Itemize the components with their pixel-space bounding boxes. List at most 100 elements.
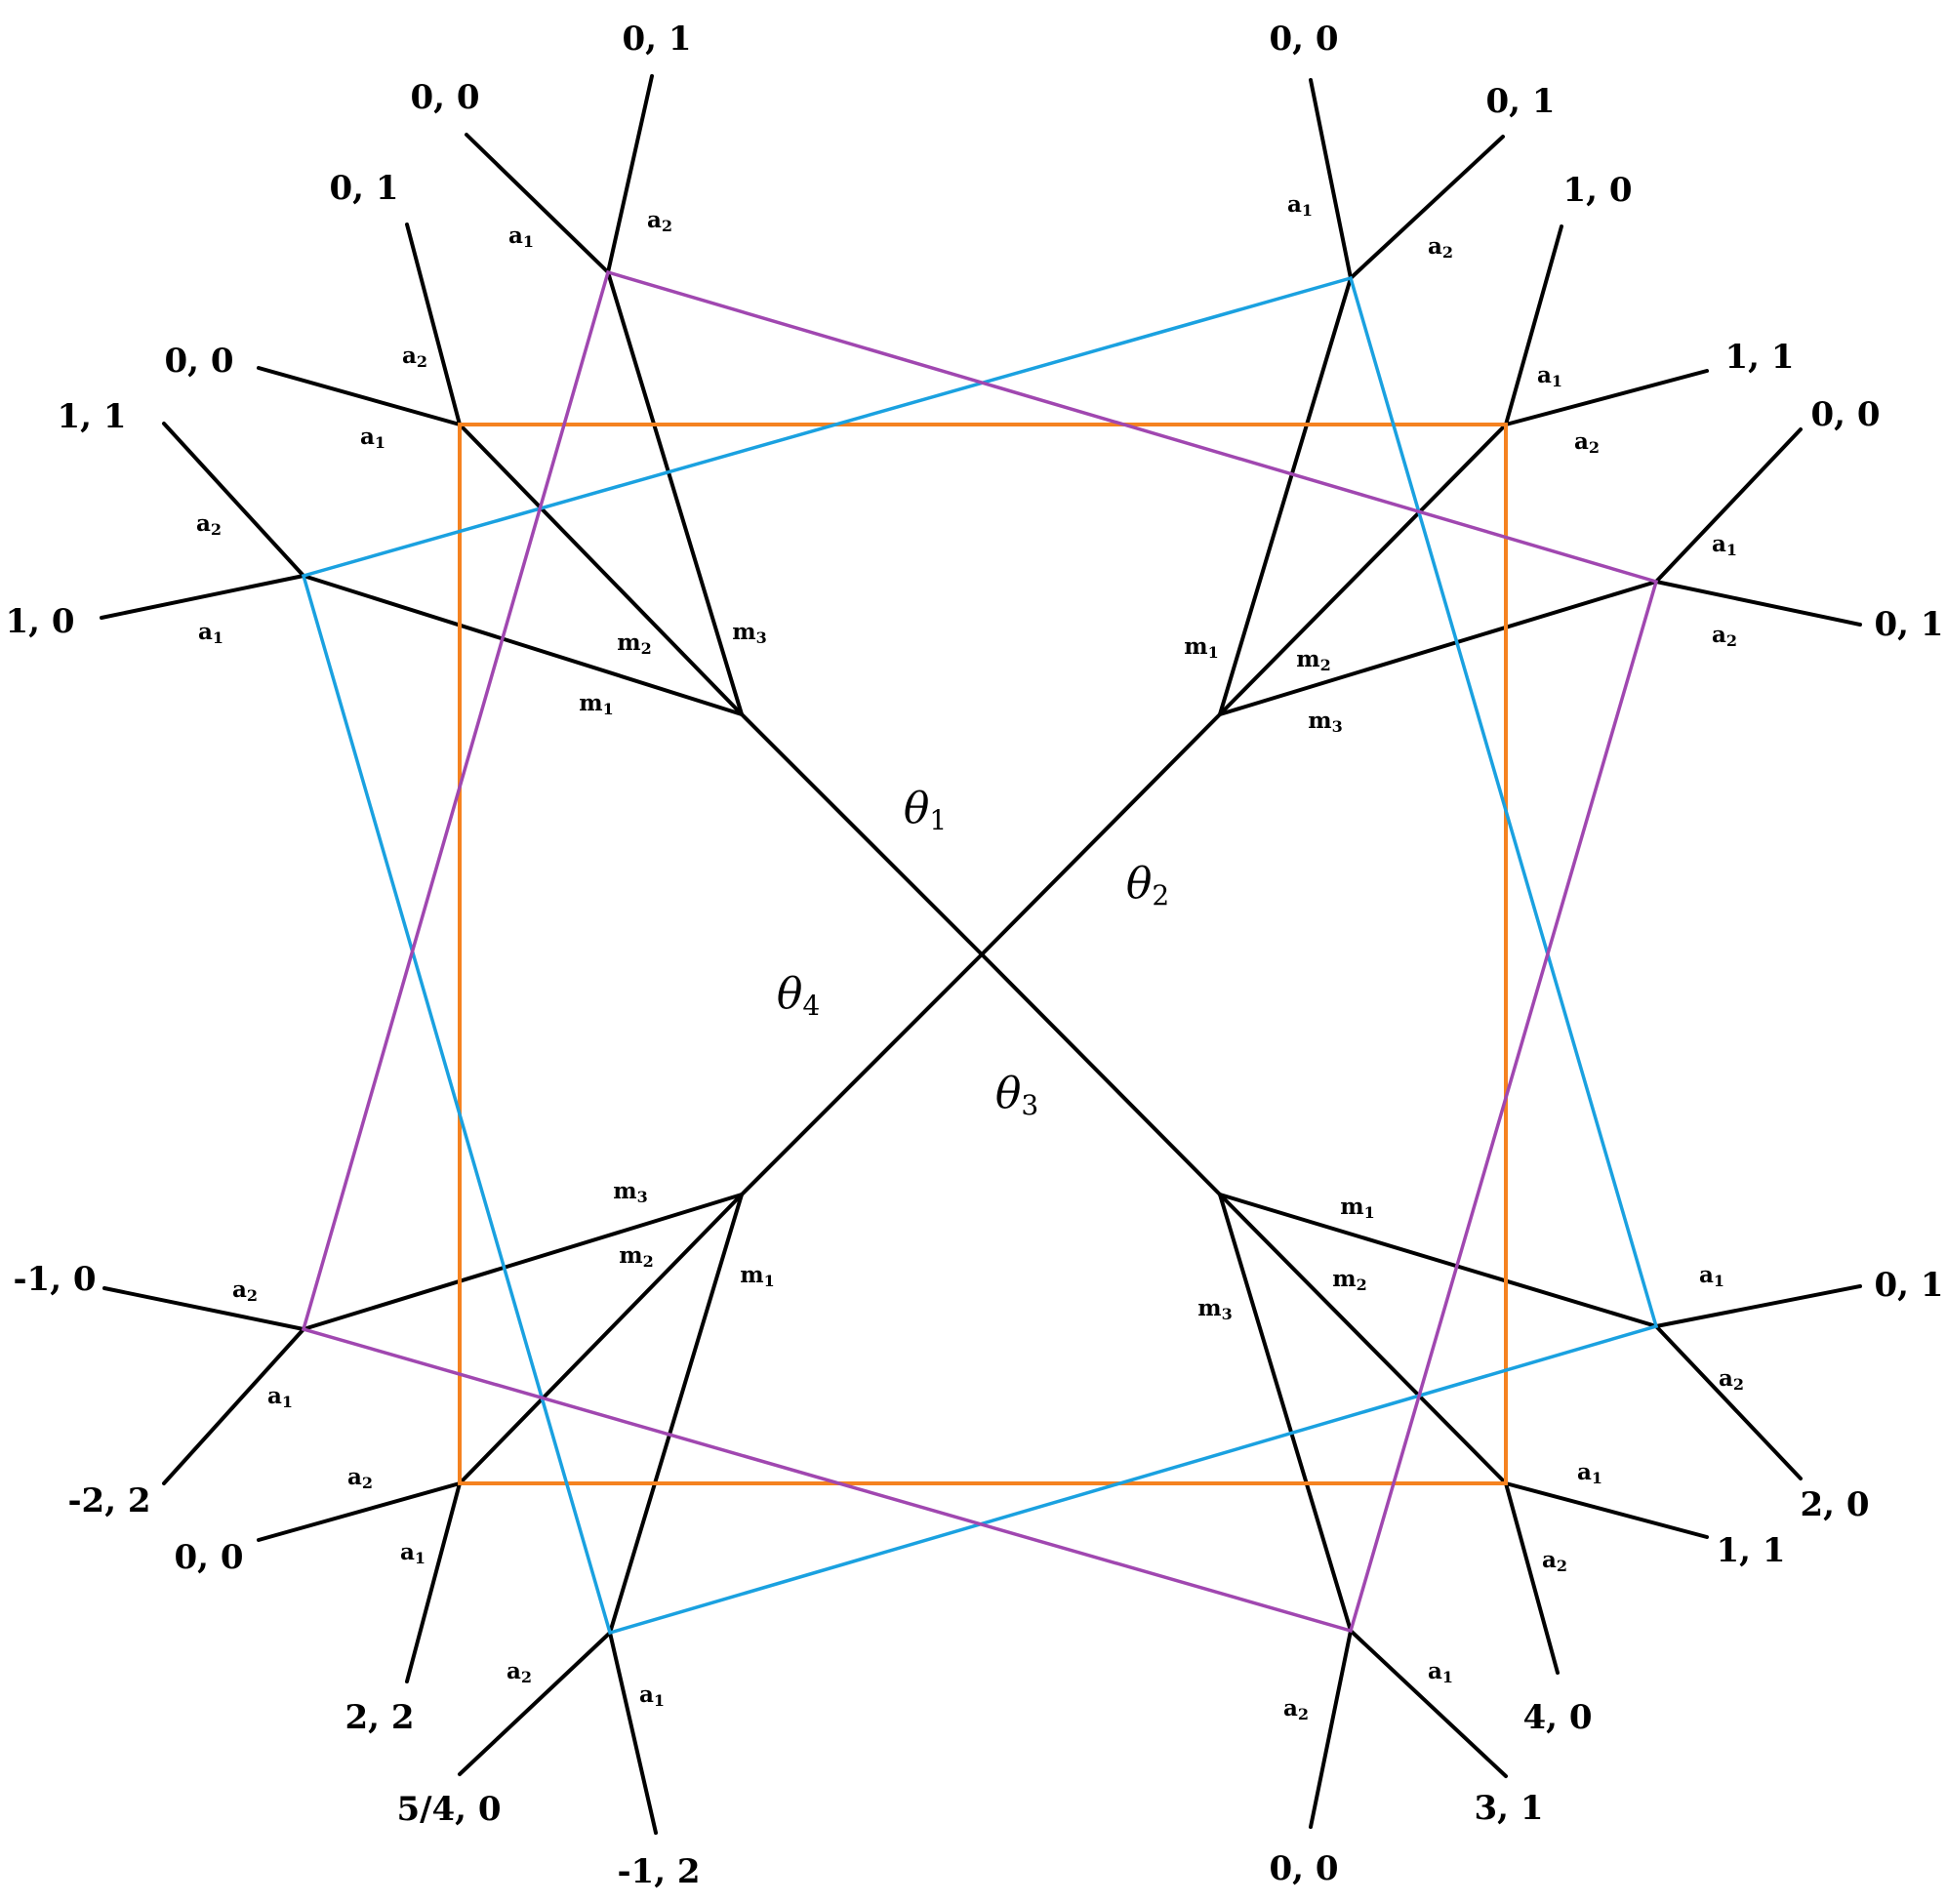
information-set-m1: [301, 275, 1659, 1636]
message-label: m2: [619, 1242, 653, 1271]
type-labels: θ1 θ2 θ3 θ4: [777, 784, 1169, 1121]
payoff-label: 0, 1: [623, 20, 692, 59]
payoff-label: 0, 1: [1875, 1266, 1944, 1305]
message-label: m1: [740, 1262, 774, 1290]
edge-action: [1654, 1284, 1862, 1328]
payoff-label: 4, 0: [1523, 1698, 1593, 1737]
action-label: a2: [1283, 1695, 1309, 1723]
payoff-label: 1, 0: [6, 602, 75, 641]
action-label: a1: [1537, 362, 1562, 390]
payoff-label: 0, 0: [411, 78, 480, 117]
message-label: m1: [579, 690, 613, 718]
action-label: a2: [1712, 622, 1737, 650]
edge-action: [1309, 78, 1353, 280]
edge-t4-m3: [302, 1193, 744, 1331]
theta-label: θ2: [1126, 859, 1169, 911]
edge-action: [1654, 580, 1862, 627]
edge-action: [100, 574, 305, 620]
edge-action: [1349, 135, 1505, 280]
action-labels: a2 a1 a2 a1 a2 a1 a1 a2 a1 a2 a1 a2 a1 a…: [196, 191, 1744, 1723]
action-label: a2: [347, 1464, 373, 1492]
action-label: a2: [1574, 428, 1600, 457]
action-label: a1: [198, 619, 223, 647]
action-label: a2: [402, 343, 427, 371]
message-label: m2: [617, 629, 651, 658]
payoff-label: 0, 0: [1811, 395, 1881, 434]
edge-t2-m3: [1218, 580, 1658, 716]
edge-action: [1349, 1629, 1508, 1778]
edge-action: [162, 1327, 305, 1485]
edge-t1-m2: [458, 423, 744, 716]
action-edges: [100, 74, 1862, 1835]
payoff-label: 2, 2: [345, 1698, 415, 1737]
payoff-label: 1, 1: [1717, 1531, 1786, 1570]
message-label: m3: [1308, 708, 1342, 736]
edge-t3-m2: [1218, 1193, 1508, 1485]
action-label: a1: [1577, 1459, 1602, 1487]
edge-t1-m3: [606, 270, 744, 716]
theta-label: θ4: [777, 969, 820, 1022]
edge-action: [465, 133, 610, 274]
payoff-label: -2, 2: [67, 1481, 150, 1520]
payoff-label: 0, 1: [330, 169, 399, 208]
payoff-label: 1, 1: [58, 397, 127, 436]
action-label: a2: [647, 207, 672, 235]
edge-theta1: [740, 712, 984, 956]
payoff-label: -1, 0: [13, 1260, 96, 1299]
theta-label: θ3: [995, 1069, 1038, 1121]
message-label: m1: [1184, 633, 1218, 662]
payoff-label: 0, 0: [165, 342, 234, 381]
edge-action: [608, 1631, 658, 1835]
payoff-label: 0, 0: [175, 1538, 244, 1577]
nature-edges: [740, 712, 1222, 1196]
edge-action: [1654, 1324, 1803, 1480]
action-label: a2: [196, 510, 222, 539]
information-set-m2: [458, 423, 1508, 1485]
message-label: m2: [1332, 1266, 1366, 1294]
edge-action: [1504, 369, 1709, 426]
edge-t4-m2: [458, 1193, 744, 1485]
edge-action: [162, 422, 305, 578]
edge-action: [1654, 427, 1803, 584]
action-label: a1: [360, 424, 385, 452]
action-label: a1: [1428, 1658, 1453, 1686]
edge-action: [405, 1481, 462, 1683]
edge-t3-m1: [1218, 1193, 1658, 1328]
payoff-label: 1, 1: [1725, 338, 1795, 377]
payoff-label: 3, 1: [1475, 1789, 1544, 1828]
edge-action: [1504, 1481, 1709, 1539]
action-label: a1: [639, 1681, 665, 1710]
edge-t3-m3: [1218, 1193, 1353, 1633]
theta-label: θ1: [904, 784, 947, 836]
edge-action: [606, 74, 654, 274]
edge-action: [1504, 224, 1563, 426]
message-label: m3: [1197, 1295, 1232, 1323]
action-label: a2: [507, 1658, 532, 1686]
payoff-labels: 0, 1 0, 0 0, 1 0, 0 1, 1 1, 0 0, 0 0, 1 …: [6, 20, 1944, 1891]
action-label: a2: [1428, 233, 1453, 262]
message-label: m2: [1296, 646, 1330, 674]
payoff-label: 5/4, 0: [396, 1790, 501, 1829]
payoff-label: 0, 0: [1270, 1849, 1339, 1888]
edge-theta4: [740, 952, 984, 1196]
action-label: a1: [1287, 191, 1313, 220]
action-label: a1: [400, 1539, 426, 1567]
payoff-label: 2, 0: [1801, 1485, 1870, 1524]
edge-action: [458, 1631, 612, 1776]
payoff-label: 1, 0: [1563, 171, 1633, 210]
message-labels: m3 m2 m1 m1 m2 m3 m1 m2 m3 m3 m2 m1: [579, 619, 1374, 1323]
edge-action: [405, 223, 462, 426]
edge-t2-m1: [1218, 276, 1353, 716]
edge-action: [102, 1286, 305, 1331]
action-label: a1: [508, 223, 534, 251]
edge-theta2: [980, 712, 1222, 956]
payoff-label: 0, 0: [1270, 20, 1339, 59]
edge-action: [1504, 1481, 1560, 1675]
payoff-label: 0, 1: [1486, 82, 1556, 121]
edge-theta3: [980, 952, 1222, 1196]
edge-t2-m2: [1218, 423, 1508, 716]
action-label: a2: [232, 1276, 258, 1305]
information-set-m3: [301, 269, 1659, 1634]
